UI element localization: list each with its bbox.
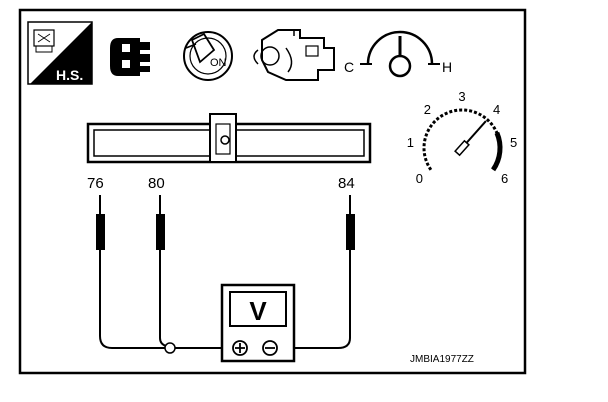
tacho-tick-5: 5 [510,135,517,150]
terminal-76-label: 76 [87,175,104,192]
figure-code: JMBIA1977ZZ [410,354,474,365]
probe-wires [99,195,351,349]
tacho-tick-4: 4 [493,102,500,117]
tacho-tick-6: 6 [501,171,508,186]
negative-terminal-icon [262,340,278,356]
connector-lock-hole [220,135,230,145]
hs-label: H.S. [56,67,83,83]
wire-terminal-76 [99,195,168,349]
probe-84 [346,214,355,250]
probe-80 [156,214,165,250]
tachometer-icon: 0 1 2 3 4 5 6 [407,89,517,186]
temp-hot-label: H [442,59,452,75]
voltmeter-symbol: V [249,296,267,326]
terminal-84-label: 84 [338,175,355,192]
tacho-tick-0: 0 [416,171,423,186]
voltmeter: V [220,283,296,363]
hs-icon: H.S. [27,21,93,85]
connector-icon [110,38,150,76]
ecm-connector [86,113,372,164]
engine-icon [253,29,335,81]
tachometer-needle-hub [454,139,470,157]
ignition-on-label: ON [210,57,227,69]
positive-terminal-icon [232,340,248,356]
tachometer-dial-arc [422,108,502,171]
diagram-frame [18,8,527,375]
tacho-tick-1: 1 [407,135,414,150]
wire-terminal-84 [278,195,351,349]
tacho-tick-2: 2 [424,102,431,117]
probe-76 [96,214,105,250]
voltmeter-display [229,291,287,327]
wire-junction [164,342,176,354]
ignition-on-icon: ON [183,31,233,81]
tacho-tick-3: 3 [458,89,465,104]
temp-cold-label: C [344,59,354,75]
tachometer-red-zone [490,131,503,172]
terminal-80-label: 80 [148,175,165,192]
temperature-gauge-icon: C H [344,30,452,78]
